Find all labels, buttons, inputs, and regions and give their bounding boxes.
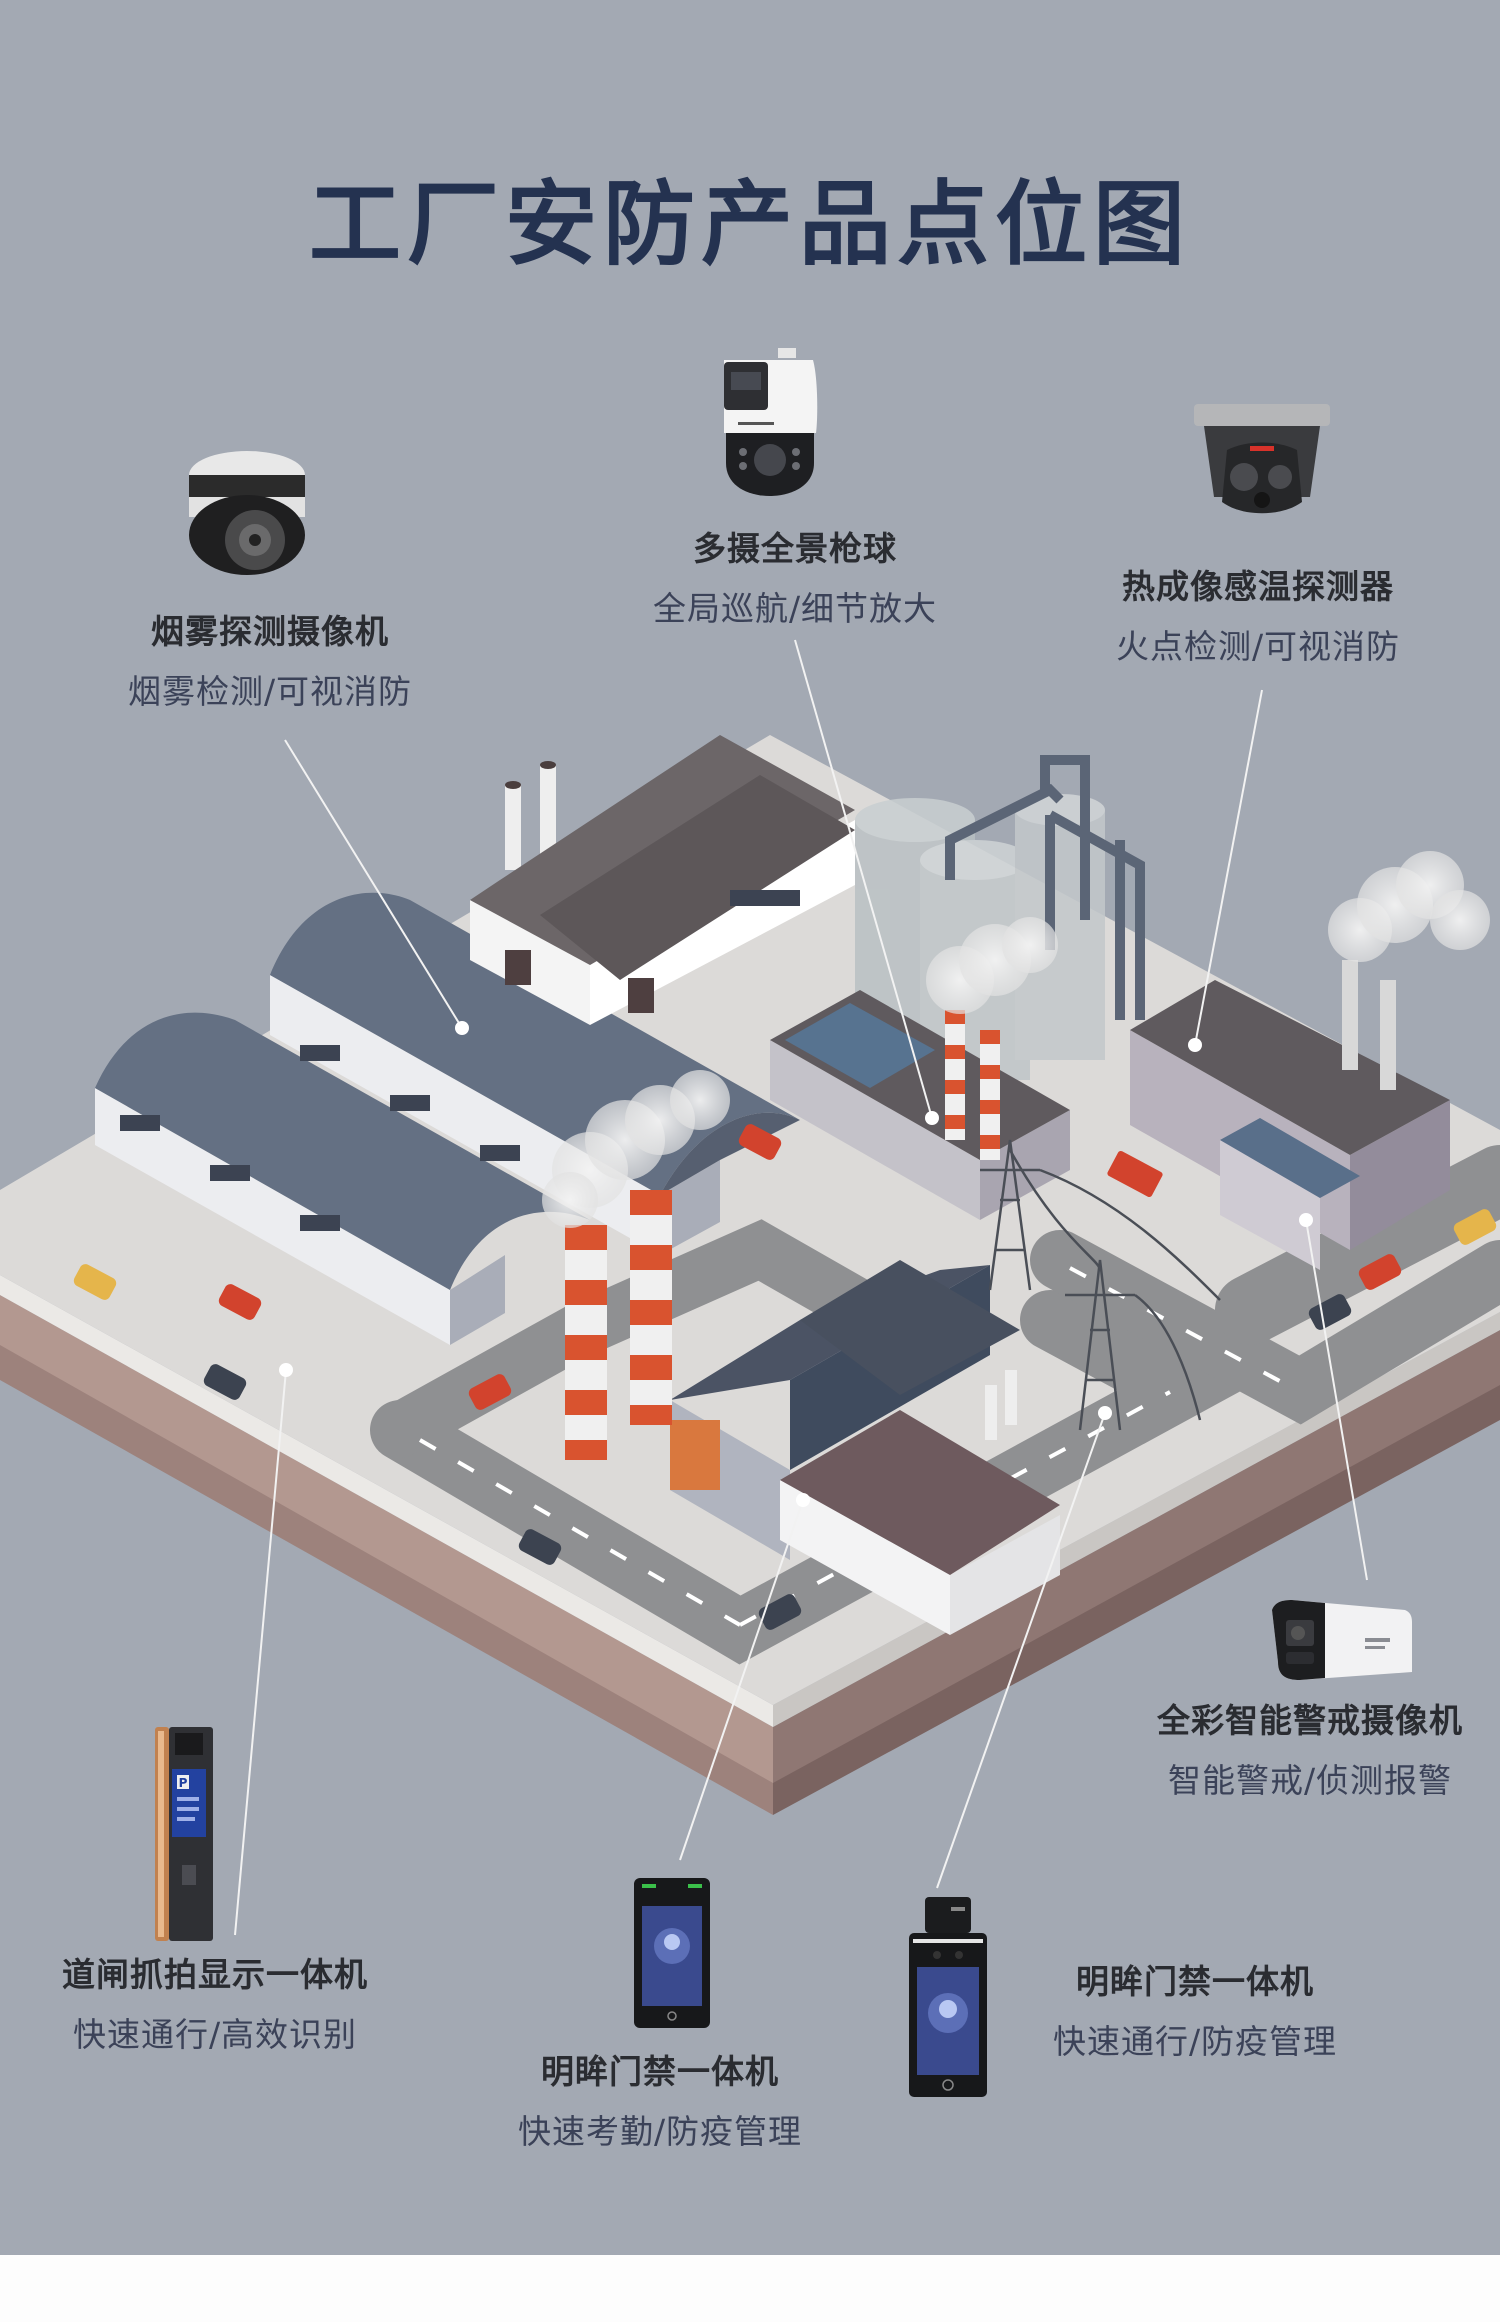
warehouse-windows bbox=[120, 1045, 520, 1231]
product-bullet-camera: 全彩智能警戒摄像机 智能警戒/侦测报警 bbox=[1110, 1694, 1500, 1802]
parking-barrier-terminal-icon: P bbox=[155, 1727, 213, 1941]
product-desc: 烟雾检测/可视消防 bbox=[127, 672, 413, 711]
product-barrier-terminal: 道闸抓拍显示一体机 快速通行/高效识别 bbox=[15, 1948, 415, 2056]
product-door-terminal-b: 明眸门禁一体机 快速通行/防疫管理 bbox=[995, 1955, 1395, 2063]
product-smoke-camera: 烟雾探测摄像机 烟雾检测/可视消防 bbox=[70, 605, 470, 713]
install-point-thermal-camera bbox=[1188, 1038, 1202, 1052]
product-name: 明眸门禁一体机 bbox=[1076, 1962, 1314, 2001]
poster-background: 工厂安防产品点位图 bbox=[0, 0, 1500, 2255]
install-point-smoke-camera bbox=[455, 1021, 469, 1035]
thermal-turret-camera-icon bbox=[1194, 404, 1330, 514]
cars bbox=[73, 1124, 1497, 1630]
road-right bbox=[1030, 1230, 1500, 1425]
bottom-white-band bbox=[0, 2255, 1500, 2322]
product-name: 全彩智能警戒摄像机 bbox=[1157, 1701, 1463, 1740]
chimney-large-1 bbox=[565, 1225, 607, 1460]
install-point-door-terminal-a bbox=[796, 1493, 810, 1507]
leader-smoke-camera bbox=[284, 739, 463, 1029]
face-recognition-terminal-icon bbox=[634, 1878, 710, 2028]
install-point-barrier-terminal bbox=[279, 1363, 293, 1377]
leader-barrier-terminal bbox=[234, 1369, 287, 1936]
parking-sign-label: P bbox=[179, 1776, 188, 1790]
temperature-face-terminal-icon bbox=[909, 1897, 987, 2097]
product-desc: 智能警戒/侦测报警 bbox=[1167, 1761, 1453, 1800]
leader-door-terminal-a bbox=[679, 1499, 804, 1861]
leader-thermal-camera bbox=[1194, 689, 1263, 1046]
product-desc: 快速通行/防疫管理 bbox=[1052, 2022, 1338, 2061]
bullet-camera-icon bbox=[1272, 1600, 1412, 1680]
chimney-small-2 bbox=[980, 1030, 1000, 1160]
power-towers bbox=[980, 1139, 1221, 1431]
platform-side-right bbox=[773, 1330, 1500, 1783]
smoke-clouds bbox=[542, 851, 1490, 1228]
page-title: 工厂安防产品点位图 bbox=[308, 171, 1191, 278]
product-thermal-camera: 热成像感温探测器 火点检测/可视消防 bbox=[1058, 560, 1458, 668]
product-desc: 快速考勤/防疫管理 bbox=[517, 2112, 803, 2151]
product-desc: 全局巡航/细节放大 bbox=[652, 589, 938, 628]
platform-side-left bbox=[0, 1295, 773, 1783]
product-name: 烟雾探测摄像机 bbox=[151, 612, 389, 651]
product-desc: 快速通行/高效识别 bbox=[72, 2015, 358, 2054]
right-factory bbox=[1130, 960, 1450, 1270]
leader-lines bbox=[234, 639, 1368, 1936]
product-ptz-camera: 多摄全景枪球 全局巡航/细节放大 bbox=[595, 522, 995, 630]
product-name: 热成像感温探测器 bbox=[1122, 567, 1394, 606]
main-factory bbox=[670, 1260, 1060, 1635]
gable-factory bbox=[470, 735, 855, 1025]
warehouse-front bbox=[95, 1012, 590, 1345]
leader-door-terminal-b bbox=[936, 1412, 1106, 1889]
install-point-bullet-camera bbox=[1299, 1213, 1313, 1227]
factory-isometric-scene bbox=[0, 639, 1500, 1936]
ptz-dome-camera-icon bbox=[724, 348, 818, 496]
chimney-small-1 bbox=[945, 1010, 965, 1140]
product-door-terminal-a: 明眸门禁一体机 快速考勤/防疫管理 bbox=[460, 2045, 860, 2153]
leader-bullet-camera bbox=[1305, 1219, 1368, 1581]
chimney-large-2 bbox=[630, 1190, 672, 1425]
chimneys-red-white bbox=[565, 1010, 1000, 1460]
install-point-door-terminal-b bbox=[1098, 1406, 1112, 1420]
product-name: 明眸门禁一体机 bbox=[541, 2052, 779, 2091]
smoke-detector-camera-icon bbox=[189, 451, 305, 575]
product-name: 道闸抓拍显示一体机 bbox=[62, 1955, 368, 1994]
install-points bbox=[279, 1021, 1313, 1507]
road-parking-right bbox=[1215, 1145, 1500, 1345]
product-desc: 火点检测/可视消防 bbox=[1115, 627, 1401, 666]
leader-ptz-camera bbox=[794, 639, 933, 1119]
platform-curb-left bbox=[0, 1275, 773, 1727]
product-name: 多摄全景枪球 bbox=[693, 529, 897, 568]
install-point-ptz-camera bbox=[925, 1111, 939, 1125]
